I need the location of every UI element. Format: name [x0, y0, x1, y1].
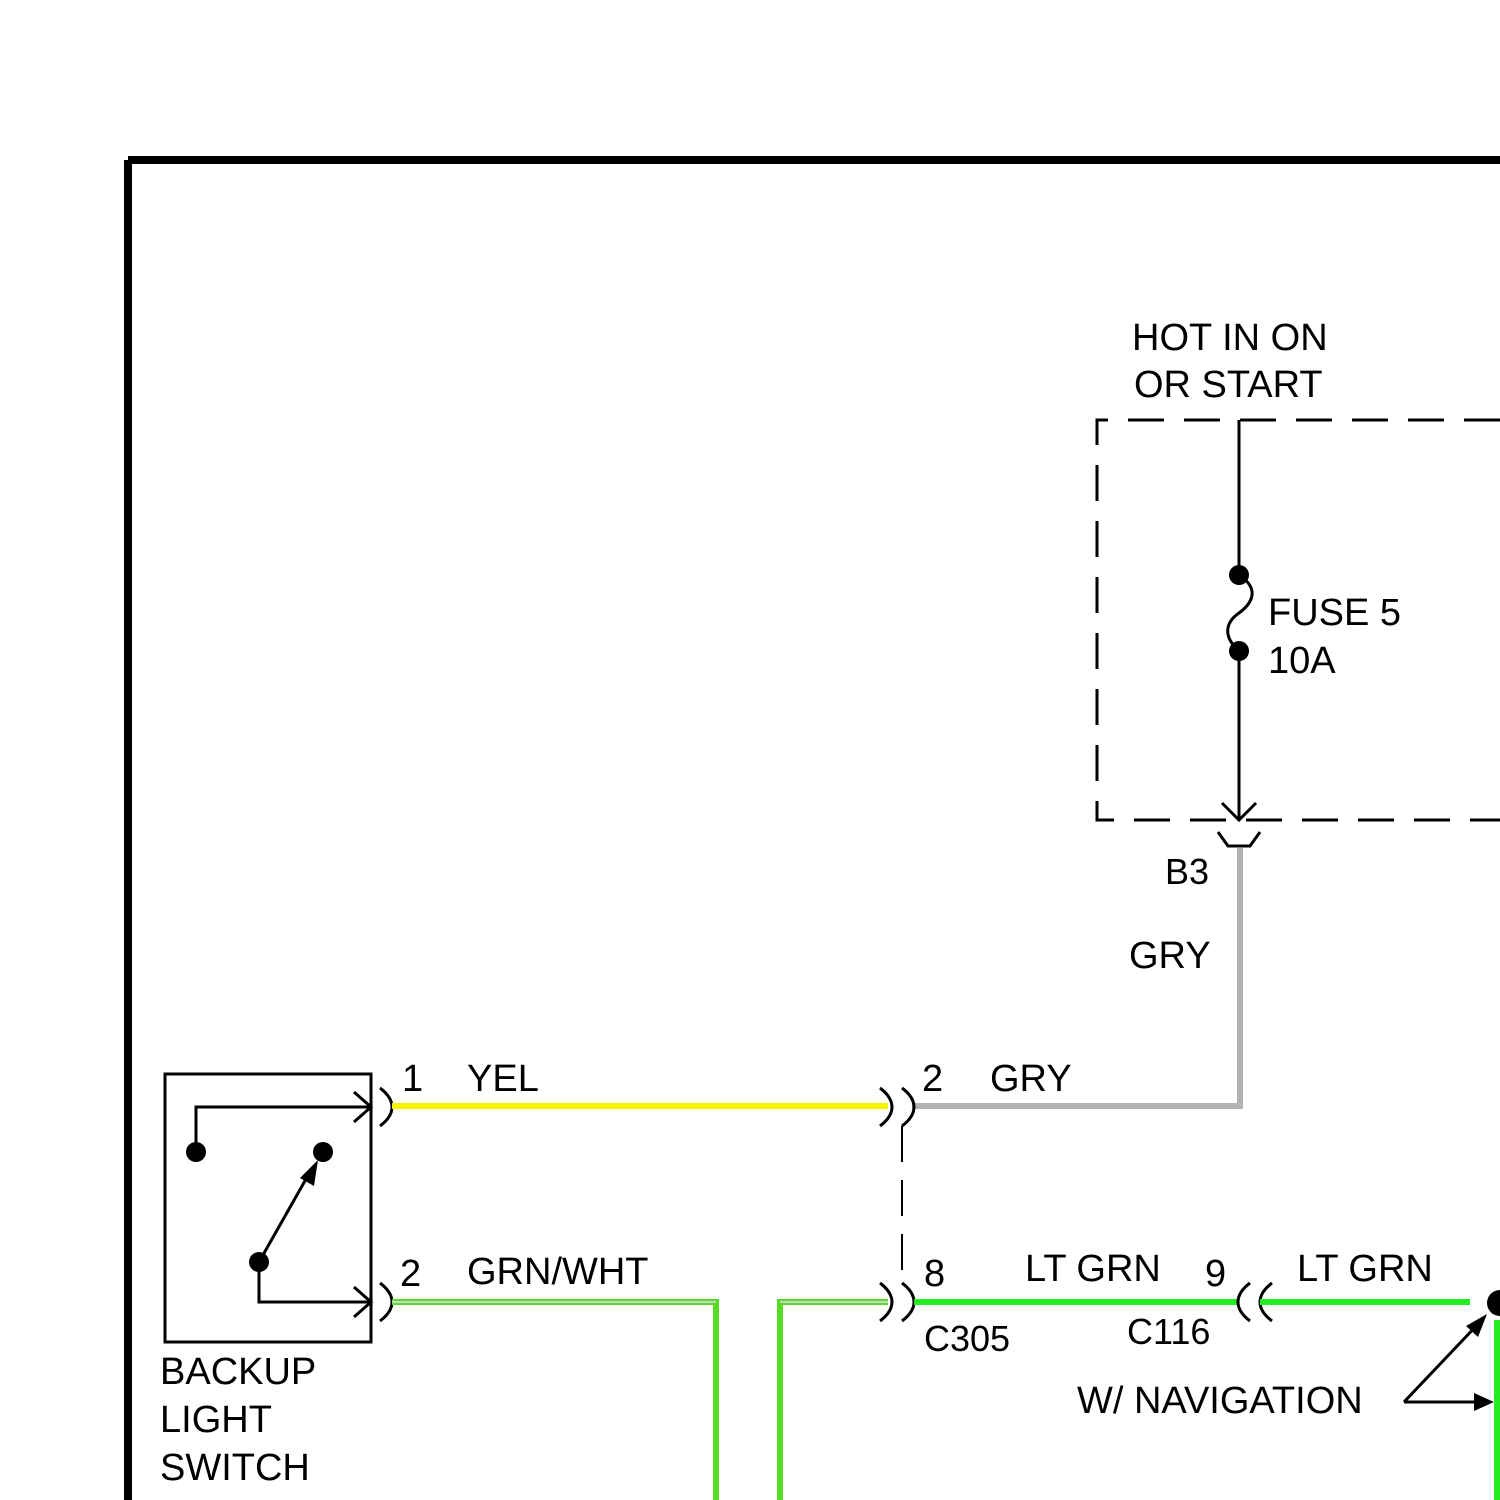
switch-name-line3: SWITCH — [160, 1447, 310, 1489]
connector-b3-label: B3 — [1165, 851, 1209, 892]
fuse-name-label: FUSE 5 — [1268, 592, 1401, 634]
wire-grn-wht-label: GRN/WHT — [467, 1251, 649, 1293]
connector-c116-label: C116 — [1127, 1311, 1210, 1352]
switch-connector-pin2 — [380, 1283, 392, 1321]
connector-c305 — [880, 1088, 914, 1321]
switch-name-line1: BACKUP — [160, 1351, 316, 1393]
switch-name-line2: LIGHT — [160, 1399, 272, 1441]
wire-yel-label: YEL — [467, 1058, 539, 1100]
wire-gry-horizontal-label: GRY — [990, 1058, 1072, 1100]
power-source-label-line2: OR START — [1134, 364, 1323, 406]
navigation-option-label: W/ NAVIGATION — [1077, 1380, 1363, 1422]
c305-pin2-label: 2 — [922, 1058, 943, 1100]
power-source-label-line1: HOT IN ON — [1132, 317, 1328, 359]
connector-b3-symbol — [1218, 832, 1260, 846]
wire-gry-vertical-label: GRY — [1129, 935, 1211, 977]
wire-lt-grn-1-label: LT GRN — [1025, 1248, 1161, 1290]
navigation-option-pointer — [1404, 1290, 1500, 1411]
c305-pin8-label: 8 — [924, 1253, 945, 1295]
switch-connector-pin1 — [380, 1088, 392, 1126]
c116-pin9-label: 9 — [1205, 1253, 1226, 1295]
backup-light-switch — [165, 1074, 371, 1342]
switch-pin2-label: 2 — [400, 1253, 421, 1295]
switch-pin1-label: 1 — [402, 1058, 423, 1100]
fuse-rating-label: 10A — [1268, 640, 1336, 682]
wire-grn-wht — [392, 1302, 716, 1500]
fuse-5-circuit — [1222, 420, 1256, 820]
wire-grn-wht-return — [780, 1302, 888, 1500]
connector-c305-label: C305 — [924, 1318, 1010, 1359]
wire-lt-grn-2-label: LT GRN — [1297, 1248, 1433, 1290]
